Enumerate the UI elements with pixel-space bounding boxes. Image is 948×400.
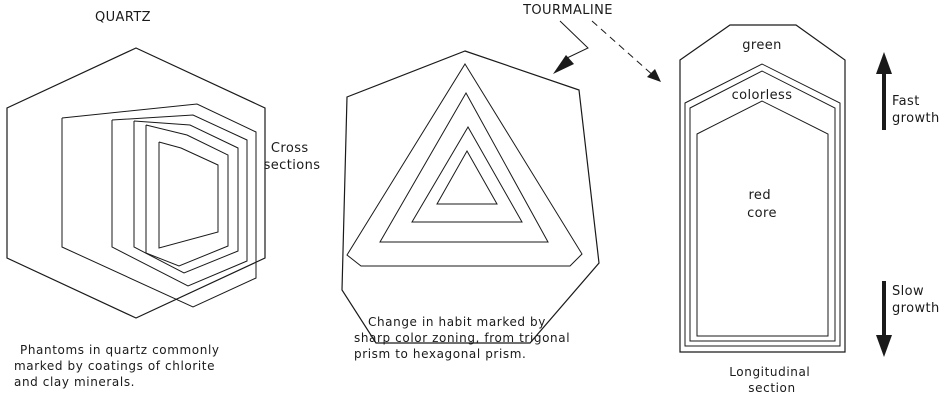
tourmaline-triangle-2 [380,93,548,242]
quartz-phantom-2 [112,115,247,286]
tourmaline-title: TOURMALINE [522,3,613,18]
tourmaline-hexagon [342,51,599,343]
tourmaline-dashed-pointer [592,21,655,77]
zone-label-red-core: red core [747,188,777,221]
tourmaline-pointer-line [560,21,588,58]
quartz-panel: QUARTZ Phantoms in quartz commonly marke… [7,10,265,389]
tourmaline-cross-section: TOURMALINE Change in habit marked by sha… [342,3,661,361]
tourmaline-pointer-arrowhead [553,55,574,74]
zone-label-green: green [742,38,782,53]
quartz-phantom-4 [146,125,228,266]
quartz-outer-hexagon [7,48,265,318]
zone-label-colorless: colorless [732,88,793,103]
quartz-title: QUARTZ [95,10,151,25]
cross-sections-label: Cross sections [264,141,321,173]
tourmaline-caption: Change in habit marked by sharp color zo… [354,315,575,361]
down-arrow-icon [876,335,892,357]
tourmaline-triangle-1 [347,64,582,266]
tourmaline-triangle-4 [437,151,497,204]
up-arrow-icon [876,52,892,74]
tourmaline-dashed-arrowhead [647,69,661,82]
fast-growth-indicator: Fast growth [876,52,940,130]
longitudinal-caption: Longitudinal section [729,365,815,395]
quartz-caption: Phantoms in quartz commonly marked by co… [14,343,224,389]
tourmaline-triangle-3 [412,127,522,222]
quartz-phantom-5 [159,142,218,248]
slow-growth-label: Slow growth [892,284,940,316]
quartz-phantom-3 [134,121,238,273]
longitudinal-colorless-zone [685,64,840,346]
longitudinal-section: green colorless red core Longitudinal se… [680,25,845,395]
fast-growth-label: Fast growth [892,94,940,126]
slow-growth-indicator: Slow growth [876,281,940,357]
